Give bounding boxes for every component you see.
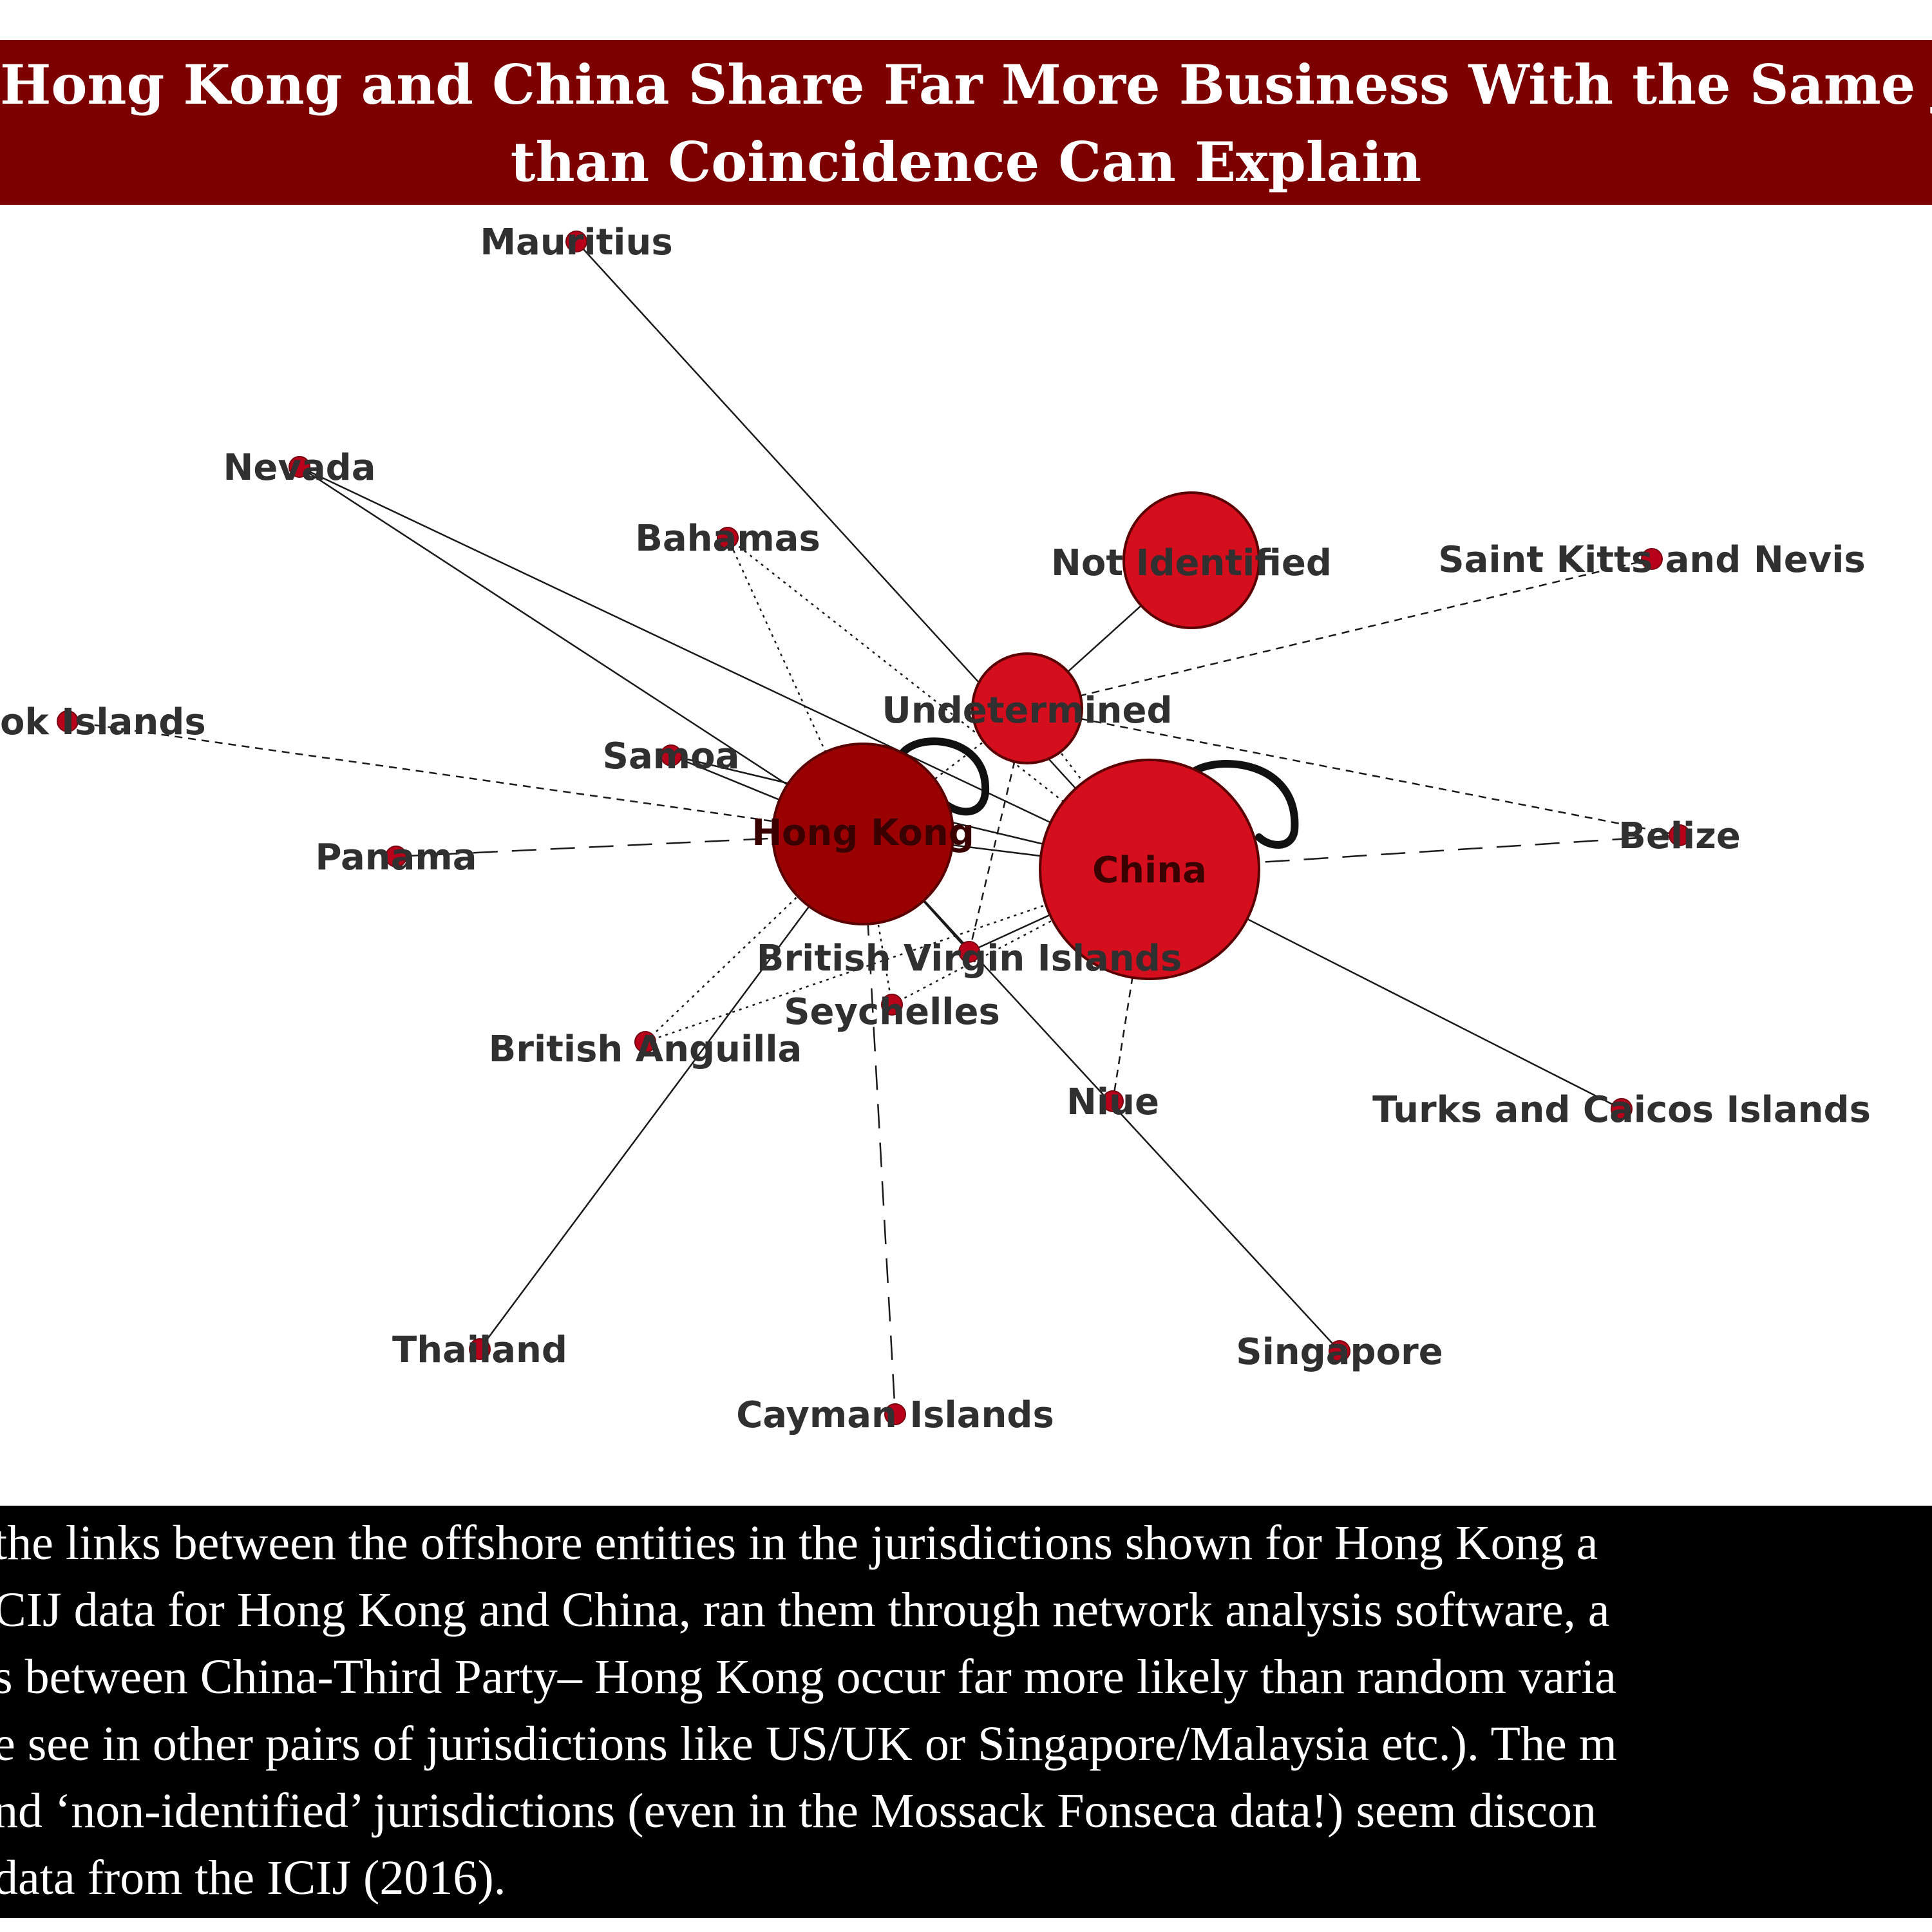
label-seychelles: Seychelles <box>784 991 1000 1033</box>
node-undetermined <box>971 652 1083 764</box>
edge-hong-kong-to-singapore <box>862 833 1340 1352</box>
node-not-identified <box>1122 491 1260 629</box>
node-china <box>1039 759 1260 980</box>
label-british-anguilla: British Anguilla <box>489 1028 802 1070</box>
node-niue <box>1102 1090 1124 1112</box>
node-hong-kong <box>772 743 954 925</box>
title-line-2: than Coincidence Can Explain <box>510 130 1422 194</box>
node-belize <box>1669 824 1690 846</box>
label-china: China <box>1092 849 1207 891</box>
node-cayman-islands <box>884 1403 906 1425</box>
label-not-identified: Not Identified <box>1051 542 1332 584</box>
node-seychelles <box>881 994 903 1016</box>
label-turks-and-caicos-islands: Turks and Caicos Islands <box>1372 1089 1871 1131</box>
title-line-1: Hong Kong and China Share Far More Busin… <box>0 53 1932 117</box>
node-british-anguilla <box>634 1031 656 1053</box>
edge-hong-kong-to-thailand <box>478 833 864 1350</box>
edge-nevada-to-hong-kong <box>299 466 864 835</box>
node-singapore <box>1329 1340 1350 1362</box>
self-loop-hong-kong <box>894 737 990 816</box>
label-belize: Belize <box>1618 815 1741 857</box>
label-samoa: Samoa <box>603 735 740 777</box>
node-bahamas <box>717 527 739 549</box>
label-panama: Panama <box>315 837 477 878</box>
node-panama <box>385 846 407 867</box>
label-bahamas: Bahamas <box>635 518 820 560</box>
edge-nevada-to-china <box>299 466 1150 871</box>
node-british-virgin-islands <box>958 941 980 963</box>
caption-band: the links between the offshore entities … <box>0 1506 1932 1918</box>
caption-line-5: nd ‘non-identified’ jurisdictions (even … <box>0 1784 1597 1838</box>
label-mauritius: Mauritius <box>480 222 672 263</box>
label-cayman-islands: Cayman Islands <box>736 1394 1054 1436</box>
caption-line-4: e see in other pairs of jurisdictions li… <box>0 1717 1617 1771</box>
node-nevada <box>289 456 310 478</box>
caption-line-3: s between China-Third Party– Hong Kong o… <box>0 1650 1616 1704</box>
edge-undetermined-to-belize <box>1027 707 1680 837</box>
edge-cook-islands-to-hong-kong <box>67 720 864 835</box>
self-loops-layer <box>894 737 1299 849</box>
label-hong-kong: Hong Kong <box>752 812 974 854</box>
label-singapore: Singapore <box>1236 1331 1443 1373</box>
node-cook-islands <box>57 710 79 732</box>
self-loop-china <box>1181 760 1299 849</box>
node-samoa <box>660 744 682 766</box>
node-mauritius <box>565 231 587 252</box>
edge-mauritius-to-china <box>576 241 1150 870</box>
nodes-layer <box>57 231 1690 1425</box>
node-turks-and-caicos-islands <box>1611 1098 1633 1120</box>
title-band: Hong Kong and China Share Far More Busin… <box>0 40 1932 205</box>
caption-line-6: data from the ICIJ (2016). <box>0 1851 506 1905</box>
edge-hong-kong-to-cayman-islands <box>862 833 896 1415</box>
label-nevada: Nevada <box>223 447 375 489</box>
node-thailand <box>469 1338 491 1360</box>
label-british-virgin-islands: British Virgin Islands <box>757 938 1182 980</box>
node-saint-kitts-and-nevis <box>1641 548 1663 570</box>
label-cook-islands: ok Islands <box>0 701 206 743</box>
edge-china-to-niue <box>1112 869 1151 1102</box>
label-thailand: Thailand <box>392 1329 567 1371</box>
label-undetermined: Undetermined <box>882 690 1172 732</box>
label-saint-kitts-and-nevis: Saint Kitts and Nevis <box>1438 539 1866 581</box>
label-niue: Niue <box>1066 1081 1159 1123</box>
caption-line-1: the links between the offshore entities … <box>0 1516 1598 1570</box>
caption-line-2: CIJ data for Hong Kong and China, ran th… <box>0 1583 1610 1637</box>
